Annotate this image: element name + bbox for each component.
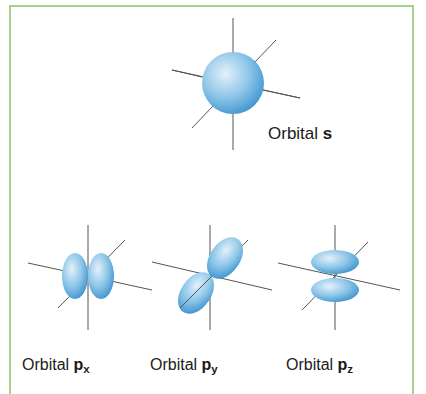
frame-border [10, 6, 413, 394]
orbital-label: Orbital s [268, 124, 332, 144]
py-orbital [152, 225, 272, 330]
orbital-label: Orbital py [150, 355, 218, 377]
pz-orbital [278, 225, 400, 330]
orbital-label: Orbital px [22, 355, 90, 377]
orbital-label: Orbital pz [286, 355, 353, 377]
px-orbital [28, 225, 152, 330]
